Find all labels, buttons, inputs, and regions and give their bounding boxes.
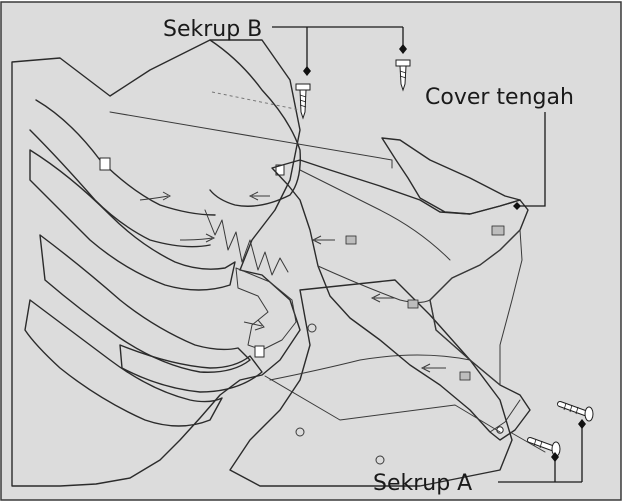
leader-screw-b — [272, 26, 407, 76]
arrow-5-head — [370, 293, 381, 303]
arrow-7-head — [254, 319, 265, 331]
arrow-3 — [179, 237, 213, 241]
arrow-6-head — [420, 363, 431, 373]
guide-line-lower — [264, 375, 501, 433]
alignment-dashed-line — [211, 91, 301, 111]
headlight-housing — [39, 234, 251, 373]
screw-a-upper — [557, 401, 594, 422]
screw-b-left — [295, 83, 311, 120]
cover-tab-4 — [491, 225, 505, 236]
zigzag-edge — [204, 209, 289, 276]
center-cover-part — [271, 137, 531, 441]
arrow-4-head — [311, 235, 322, 245]
screw-a-lower — [527, 437, 561, 457]
arrow-2-head — [248, 191, 259, 201]
guide-line-screw-a — [509, 431, 546, 453]
floor-hole-2 — [375, 455, 385, 465]
headlight — [119, 344, 263, 393]
arrow-1 — [139, 195, 169, 201]
cover-tab-1 — [345, 235, 357, 245]
floor-hole-3 — [307, 323, 317, 333]
center-cover-shadow — [429, 229, 523, 386]
cover-tab-3 — [459, 371, 471, 381]
floor-hole-1 — [295, 427, 305, 437]
center-cover-top-fin — [381, 137, 521, 215]
leader-center-cover — [513, 112, 546, 210]
cover-ridge-2 — [317, 265, 431, 303]
label-screw-b: Sekrup B — [163, 17, 262, 42]
leader-screw-a — [498, 419, 586, 483]
fairing-line-2 — [29, 129, 211, 248]
label-center-cover: Cover tengah — [425, 85, 574, 110]
floor-ridge — [269, 354, 471, 381]
dash-bowl — [209, 39, 301, 207]
lower-fairing — [24, 299, 223, 427]
screw-b-right — [395, 59, 411, 92]
arrow-1-head — [162, 191, 172, 201]
fairing-vent — [29, 149, 236, 291]
clip-upper-left — [99, 157, 111, 171]
fairing-line-1 — [35, 99, 216, 216]
arrow-7 — [243, 321, 263, 327]
removal-arrows — [139, 191, 446, 373]
cover-tabs — [345, 225, 505, 381]
cover-ridge-1 — [299, 169, 451, 261]
floor-board — [229, 279, 513, 487]
arrow-3-head — [205, 233, 216, 243]
clip-points — [99, 157, 285, 358]
label-screw-a: Sekrup A — [373, 471, 472, 496]
clip-lower — [254, 345, 265, 358]
cover-tab-2 — [407, 299, 419, 309]
scooter-front-panel — [11, 39, 301, 487]
guide-line-upper — [109, 111, 393, 169]
scooter-body — [11, 39, 513, 487]
